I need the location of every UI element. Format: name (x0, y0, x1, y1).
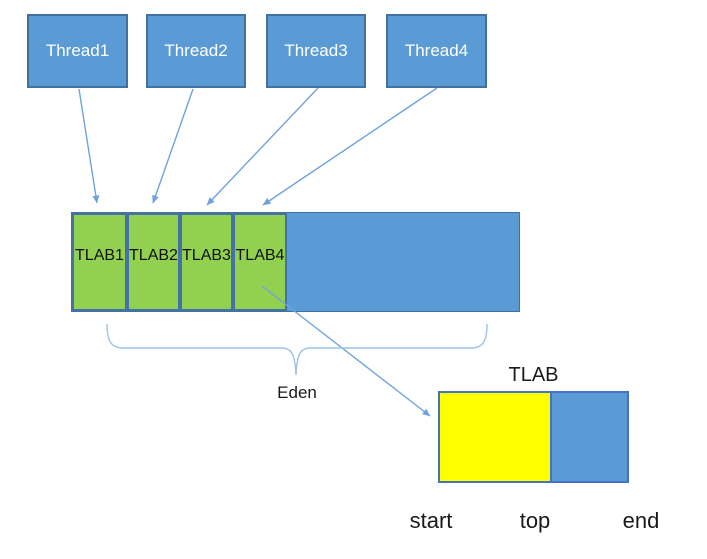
tlab1-label: TLAB1 (75, 247, 124, 264)
thread4-label: Thread4 (404, 41, 469, 60)
thread2-label: Thread2 (164, 41, 228, 60)
tlab2-cell: TLAB2 (127, 213, 180, 311)
tlab4-label: TLAB4 (235, 247, 285, 264)
pointer-label-top: top (519, 508, 551, 533)
thread4-box: Thread4 (386, 14, 487, 88)
pointer-label-end: end (622, 508, 660, 533)
tlab3-label: TLAB3 (182, 247, 231, 264)
eden-brace (106, 323, 488, 376)
eden-space-bar: TLAB1 TLAB2 TLAB3 TLAB4 (71, 212, 520, 312)
eden-label: Eden (277, 383, 317, 402)
tlab3-cell: TLAB3 (180, 213, 233, 311)
tlab2-label: TLAB2 (129, 247, 178, 264)
thread3-label: Thread3 (284, 41, 348, 60)
tlab-detail-box (438, 391, 629, 483)
thread3-box: Thread3 (266, 14, 366, 88)
tlab1-cell: TLAB1 (72, 213, 127, 311)
tlab4-cell: TLAB4 (233, 213, 287, 311)
thread1-label: Thread1 (45, 41, 110, 60)
arrow-thread1-to-tlab1 (78, 88, 100, 204)
arrow-thread3-to-tlab3 (206, 87, 319, 206)
tlab-detail-title: TLAB (508, 364, 559, 386)
tlab-free-region (552, 393, 627, 481)
arrow-thread4-to-tlab4 (262, 87, 438, 206)
tlab-used-region (440, 393, 552, 481)
arrow-thread2-to-tlab2 (152, 88, 194, 204)
pointer-label-start: start (409, 508, 453, 533)
thread1-box: Thread1 (27, 14, 128, 88)
thread2-box: Thread2 (146, 14, 246, 88)
